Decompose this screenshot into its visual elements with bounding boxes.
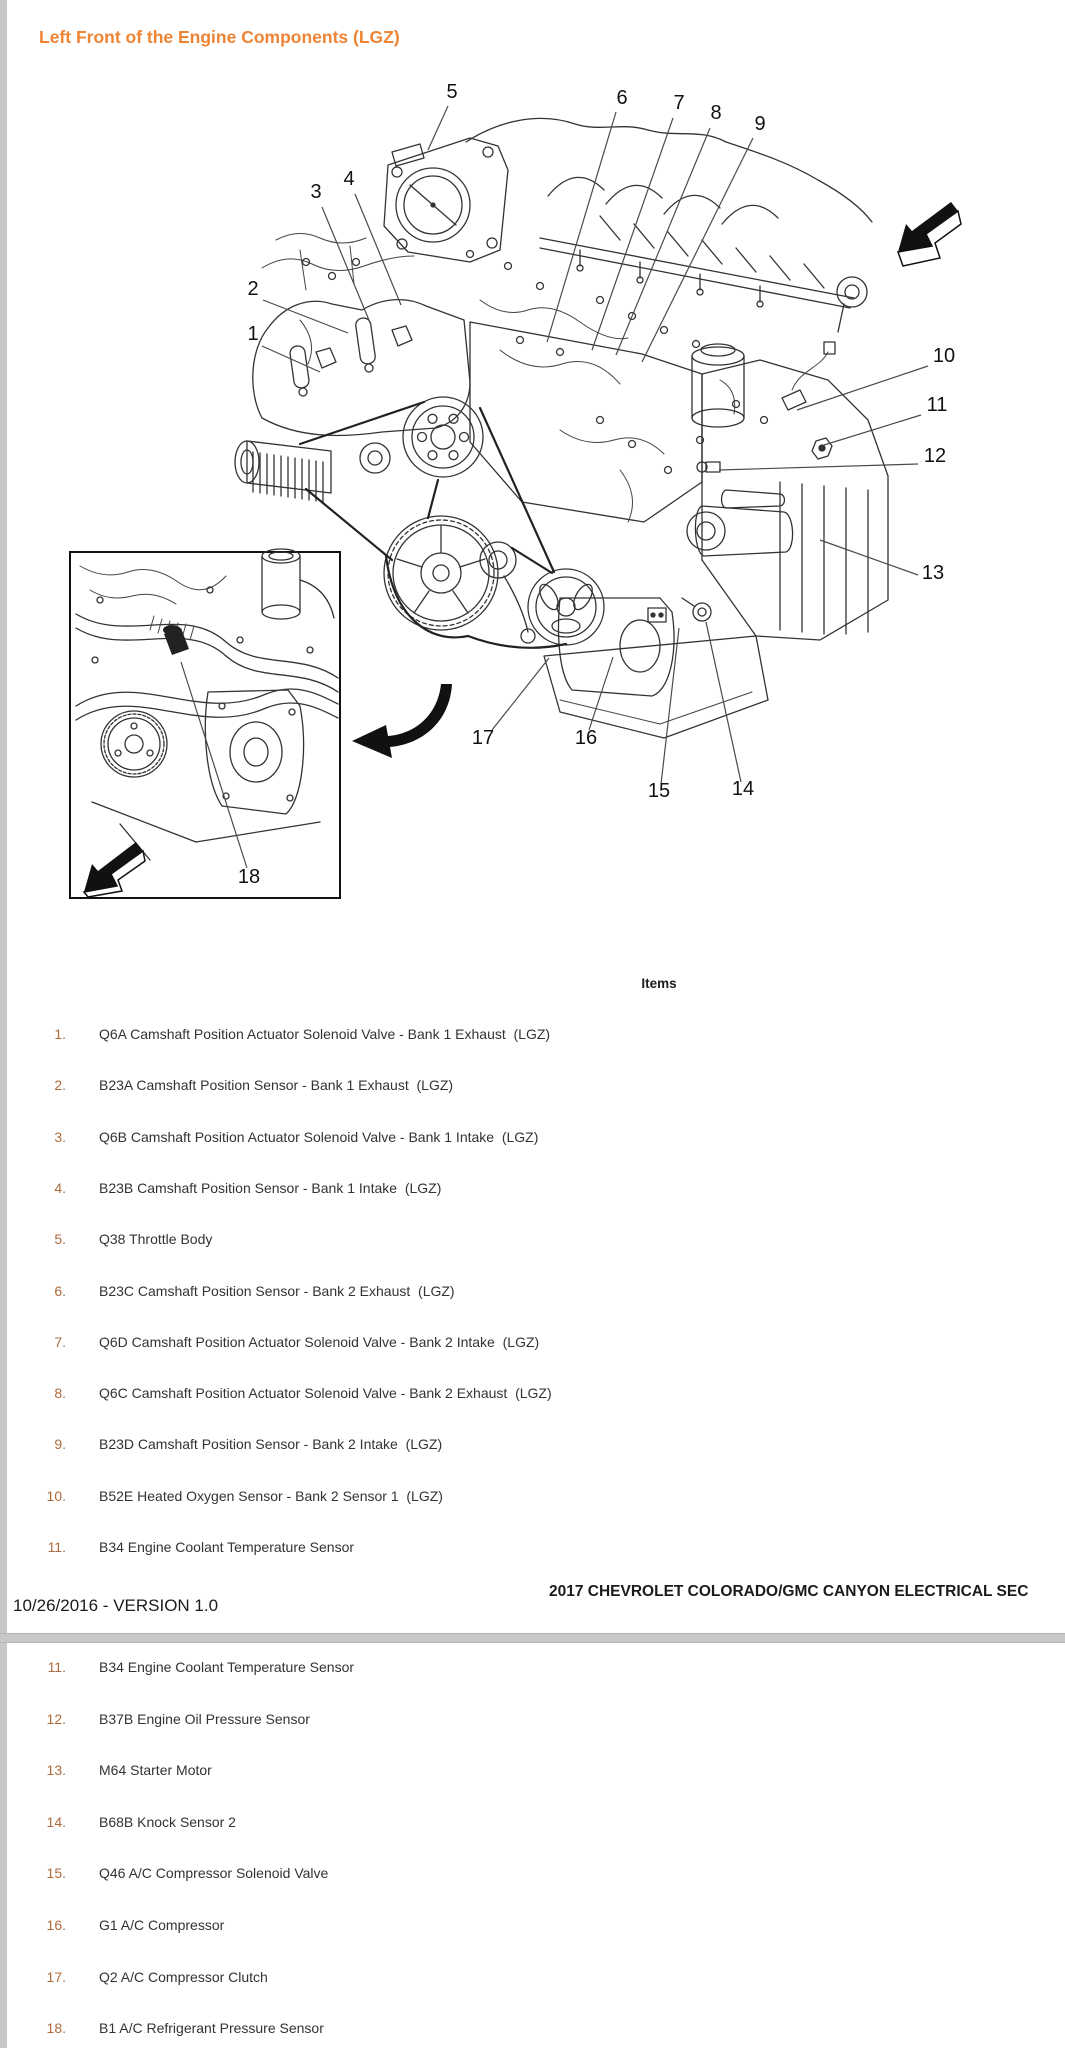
list-item-label: B34 Engine Coolant Temperature Sensor xyxy=(99,1659,355,1675)
list-item-label: B37B Engine Oil Pressure Sensor xyxy=(99,1710,310,1727)
list-item-number: 6. xyxy=(54,1282,66,1299)
water-pump-pulley xyxy=(402,396,484,478)
list-item: 9. B23D Camshaft Position Sensor - Bank 2… xyxy=(0,1436,1000,1456)
list-item-number: 17. xyxy=(46,1968,66,1985)
zoom-curved-arrow-icon xyxy=(352,684,452,758)
view-direction-arrow-icon xyxy=(896,202,962,267)
list-item-label: B52E Heated Oxygen Sensor - Bank 2 Senso… xyxy=(99,1487,443,1504)
callout-label: 18 xyxy=(238,866,260,888)
list-item-number: 16. xyxy=(46,1917,66,1933)
callout-label: 12 xyxy=(924,445,946,467)
list-item-number: 8. xyxy=(54,1385,66,1402)
list-item-label: Q2 A/C Compressor Clutch xyxy=(99,1968,268,1985)
drive-belt xyxy=(298,400,568,649)
list-item: 16. G1 A/C Compressor xyxy=(0,1917,1000,1937)
list-item-number: 15. xyxy=(46,1865,66,1882)
list-item-number: 18. xyxy=(46,2020,66,2037)
starter-motor xyxy=(686,489,794,557)
throttle-body xyxy=(383,137,509,263)
callout-label: 1 xyxy=(247,323,258,345)
list-item-label: Q38 Throttle Body xyxy=(99,1231,213,1248)
list-item-label: M64 Starter Motor xyxy=(99,1762,212,1779)
list-item: 15. Q46 A/C Compressor Solenoid Valve xyxy=(0,1865,1000,1885)
callout-label: 7 xyxy=(673,92,684,114)
list-item-label: Q46 A/C Compressor Solenoid Valve xyxy=(99,1865,329,1882)
list-item-number: 7. xyxy=(54,1333,66,1350)
list-item-number: 2. xyxy=(54,1077,66,1094)
list-item-label: Q6C Camshaft Position Actuator Solenoid … xyxy=(99,1385,552,1402)
list-item: 17. Q2 A/C Compressor Clutch xyxy=(0,1969,1000,1989)
list-item: 3. Q6B Camshaft Position Actuator Solenoi… xyxy=(0,1129,1000,1149)
inset-view-arrow-icon xyxy=(82,842,146,898)
list-item-number: 12. xyxy=(46,1710,66,1727)
list-item: 6. B23C Camshaft Position Sensor - Bank 2… xyxy=(0,1283,1000,1303)
list-item-label: B68B Knock Sensor 2 xyxy=(99,1813,236,1830)
list-item: 12. B37B Engine Oil Pressure Sensor xyxy=(0,1711,1000,1731)
page-break-divider xyxy=(0,1633,1065,1643)
callout-label: 5 xyxy=(446,81,457,103)
callout-label: 10 xyxy=(933,345,955,367)
ac-compressor xyxy=(557,597,675,697)
callout-label: 13 xyxy=(922,562,944,584)
viewer-left-edge xyxy=(0,0,7,2048)
list-item-number: 10. xyxy=(46,1487,66,1504)
callout-label: 4 xyxy=(343,168,354,190)
callout-label: 8 xyxy=(710,102,721,124)
list-item: 13. M64 Starter Motor xyxy=(0,1762,1000,1782)
crank-pulley xyxy=(383,515,499,631)
inset-drawing xyxy=(75,548,339,861)
list-item-number: 3. xyxy=(54,1128,66,1145)
list-item-number: 13. xyxy=(46,1762,66,1779)
list-item: 2. B23A Camshaft Position Sensor - Bank 1… xyxy=(0,1077,1000,1097)
list-item: 11. B34 Engine Coolant Temperature Sensor xyxy=(0,1659,1000,1679)
list-item-label: B23C Camshaft Position Sensor - Bank 2 E… xyxy=(99,1282,455,1299)
list-item: 4. B23B Camshaft Position Sensor - Bank 1… xyxy=(0,1180,1000,1200)
inset-box xyxy=(69,548,341,899)
list-item-label: B34 Engine Coolant Temperature Sensor xyxy=(99,1539,355,1555)
list-item-label: B23A Camshaft Position Sensor - Bank 1 E… xyxy=(99,1077,454,1094)
callout-label: 6 xyxy=(616,87,627,109)
engine-diagram: 1 2 3 4 5 6 7 8 9 10 11 12 13 14 15 16 1… xyxy=(69,81,962,899)
list-item-number: 14. xyxy=(46,1813,66,1830)
list-item-label: B23B Camshaft Position Sensor - Bank 1 I… xyxy=(99,1179,442,1196)
list-item-number: 11. xyxy=(47,1539,66,1555)
callout-label: 2 xyxy=(247,278,258,300)
callout-label: 15 xyxy=(648,780,670,802)
callout-label: 9 xyxy=(754,113,765,135)
ac-clutch-pulley xyxy=(527,568,605,646)
footer-version-text: 10/26/2016 - VERSION 1.0 xyxy=(13,1596,219,1615)
list-item: 18. B1 A/C Refrigerant Pressure Sensor xyxy=(0,2020,1000,2040)
list-item: 11. B34 Engine Coolant Temperature Sensor xyxy=(0,1539,1000,1559)
list-item: 7. Q6D Camshaft Position Actuator Solenoi… xyxy=(0,1334,1000,1354)
list-item: 1. Q6A Camshaft Position Actuator Solenoi… xyxy=(0,1026,1000,1046)
list-item-number: 9. xyxy=(54,1436,66,1453)
list-item-number: 1. xyxy=(54,1026,66,1042)
callout-label: 16 xyxy=(575,727,597,749)
callout-label: 14 xyxy=(732,778,754,800)
list-item-number: 4. xyxy=(54,1179,66,1196)
callout-label: 11 xyxy=(927,394,948,416)
engine-drawing xyxy=(234,117,889,739)
callout-label: 17 xyxy=(472,727,494,749)
page-title: Left Front of the Engine Components (LGZ… xyxy=(39,27,400,47)
list-item-label: B23D Camshaft Position Sensor - Bank 2 I… xyxy=(99,1436,443,1453)
list-item-label: Q6A Camshaft Position Actuator Solenoid … xyxy=(99,1026,551,1042)
callout-labels: 1 2 3 4 5 6 7 8 9 10 11 12 13 14 15 16 1… xyxy=(238,81,955,888)
list-item-label: Q6B Camshaft Position Actuator Solenoid … xyxy=(99,1128,539,1145)
list-item-label: G1 A/C Compressor xyxy=(99,1917,225,1933)
footer-document-title: 2017 CHEVROLET COLORADO/GMC CANYON ELECT… xyxy=(549,1583,1029,1600)
list-item: 10. B52E Heated Oxygen Sensor - Bank 2 Se… xyxy=(0,1488,1000,1508)
leader-lines xyxy=(180,105,929,869)
callout-label: 3 xyxy=(310,181,321,203)
list-item-number: 11. xyxy=(47,1659,66,1675)
list-item: 14. B68B Knock Sensor 2 xyxy=(0,1814,1000,1834)
list-item-label: B1 A/C Refrigerant Pressure Sensor xyxy=(99,2020,324,2037)
list-item-label: Q6D Camshaft Position Actuator Solenoid … xyxy=(99,1333,540,1350)
list-item-number: 5. xyxy=(54,1231,66,1248)
list-item: 8. Q6C Camshaft Position Actuator Solenoi… xyxy=(0,1385,1000,1405)
items-heading: Items xyxy=(641,976,677,991)
list-item: 5. Q38 Throttle Body xyxy=(0,1231,1000,1251)
damper-cylinder xyxy=(234,440,332,503)
